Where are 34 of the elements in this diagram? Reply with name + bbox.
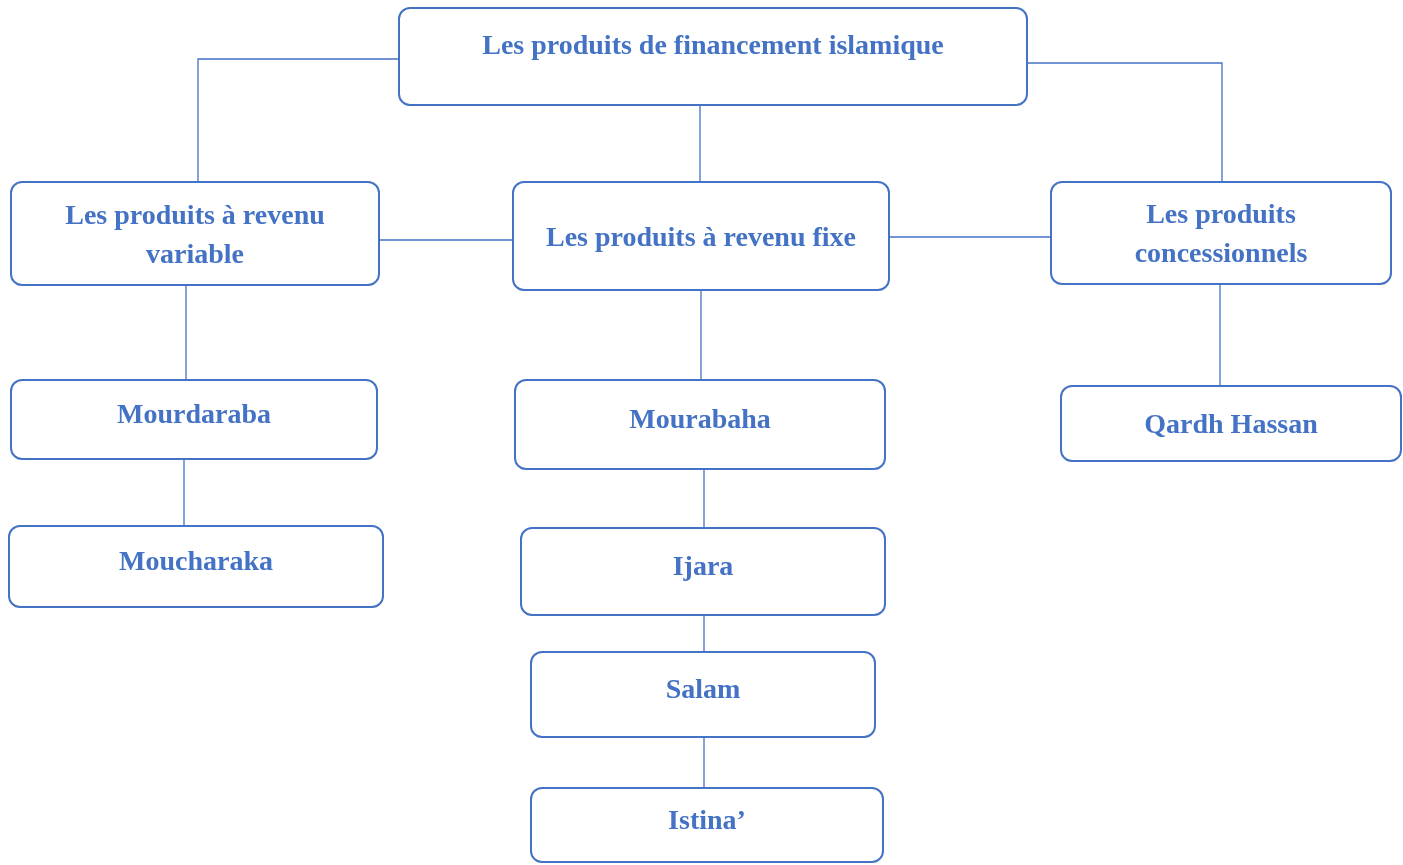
category-box <box>512 181 890 291</box>
box-label: Istina’ <box>668 802 746 837</box>
box-label: Les produits à revenu variable <box>64 197 326 271</box>
box-label: Les produits concessionnels <box>1133 197 1309 270</box>
connector-line <box>1219 284 1221 386</box>
category-box <box>530 651 876 738</box>
connector-line <box>700 290 702 380</box>
box-label: Qardh Hassan <box>1144 407 1318 441</box>
connector-line <box>379 239 513 241</box>
connector-line <box>197 58 399 182</box>
connector-line <box>185 285 187 380</box>
category-box <box>1060 385 1402 462</box>
box-label: Les produits à revenu fixe <box>545 219 857 254</box>
category-box <box>10 181 380 286</box>
connector-line <box>183 459 185 526</box>
category-box <box>530 787 884 863</box>
connector-line <box>889 236 1051 238</box>
connector-line <box>703 469 705 528</box>
category-box <box>8 525 384 608</box>
category-box <box>520 527 886 616</box>
box-label: Moucharaka <box>119 544 273 578</box>
box-label: Les produits de financement islamique <box>482 28 944 62</box>
box-label: Ijara <box>672 549 734 583</box>
box-label: Mourabaha <box>629 402 771 436</box>
category-box <box>514 379 886 470</box>
box-label: Salam <box>665 672 741 706</box>
connector-line <box>703 737 705 788</box>
category-box <box>10 379 378 460</box>
connector-line <box>703 615 705 652</box>
category-box <box>1050 181 1392 285</box>
box-label: Mourdaraba <box>117 397 271 431</box>
connector-line <box>1027 62 1223 182</box>
connector-line <box>699 105 701 182</box>
category-box <box>398 7 1028 106</box>
